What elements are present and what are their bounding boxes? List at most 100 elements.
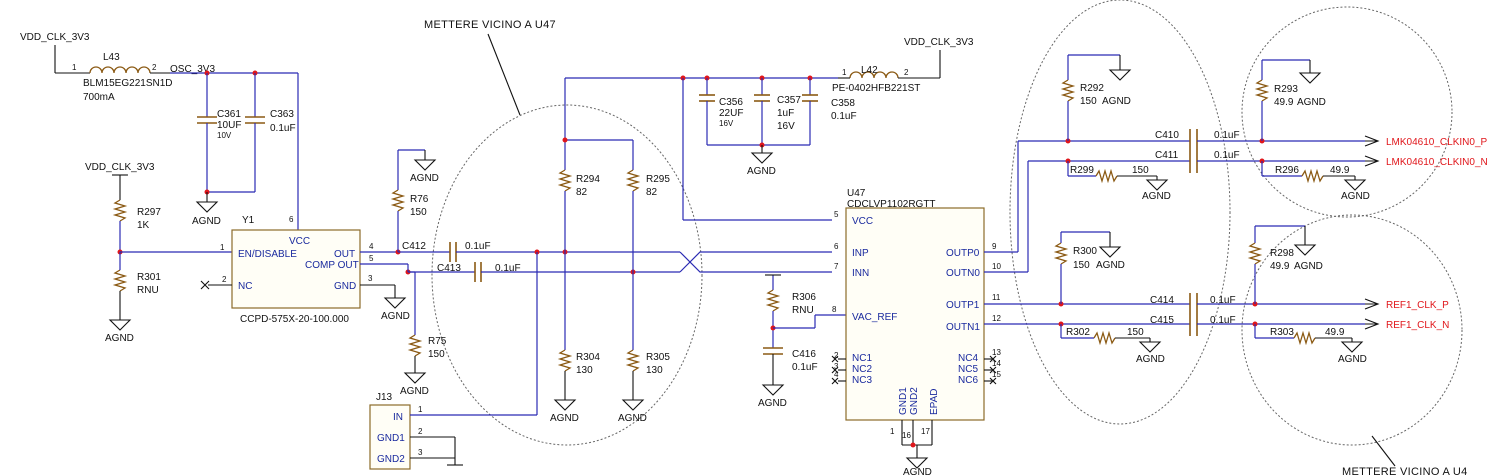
resistor-r303 [1293,330,1316,346]
svg-text:RNU: RNU [792,305,814,316]
svg-text:0.1uF: 0.1uF [465,241,491,252]
svg-text:22UF: 22UF [719,108,743,119]
svg-text:49.9: 49.9 [1274,97,1294,108]
note-near-u4x: METTERE VICINO A U4 [1342,466,1468,475]
svg-text:J13: J13 [376,392,393,403]
svg-text:82: 82 [646,187,658,198]
svg-text:150: 150 [1073,260,1090,271]
inductor-l42 [849,71,899,79]
svg-text:150: 150 [1132,165,1149,176]
note-near-u47: METTERE VICINO A U47 [424,19,556,31]
svg-text:10: 10 [992,262,1001,271]
svg-text:AGND: AGND [410,173,439,184]
svg-text:R302: R302 [1066,327,1090,338]
net-ref1-clk-n: REF1_CLK_N [1386,320,1449,331]
svg-text:CDCLVP1102RGTT: CDCLVP1102RGTT [847,199,936,210]
svg-text:0.1uF: 0.1uF [1210,295,1236,306]
placement-zone-u47 [431,104,703,446]
svg-text:C416: C416 [792,349,816,360]
svg-text:VDD_CLK_3V3: VDD_CLK_3V3 [904,37,974,48]
svg-text:GND: GND [334,281,356,292]
svg-text:C414: C414 [1150,295,1174,306]
svg-text:10V: 10V [217,131,232,140]
svg-text:R296: R296 [1275,165,1299,176]
svg-text:7: 7 [834,262,839,271]
svg-text:AGND: AGND [1294,261,1323,272]
resistor-r75 [407,334,423,357]
svg-text:5: 5 [834,210,839,219]
svg-text:VCC: VCC [852,216,873,227]
svg-text:BLM15EG221SN1D: BLM15EG221SN1D [83,78,173,89]
svg-text:0.1uF: 0.1uF [831,111,857,122]
svg-text:14: 14 [992,359,1001,368]
net-ref1-clk-p: REF1_CLK_P [1386,300,1449,311]
svg-text:R295: R295 [646,174,670,185]
svg-text:OUTN0: OUTN0 [946,268,980,279]
svg-text:R293: R293 [1274,84,1298,95]
svg-text:10UF: 10UF [217,120,241,131]
resistor-r302 [1093,330,1116,346]
note-leader-2 [1371,435,1396,467]
svg-text:2: 2 [152,63,157,72]
svg-text:R297: R297 [137,207,161,218]
osc-net-label: OSC_3V3 [170,64,215,75]
svg-text:VAC_REF: VAC_REF [852,312,897,323]
svg-text:1: 1 [890,427,895,436]
svg-text:GND2: GND2 [909,387,920,415]
svg-text:AGND: AGND [1136,354,1165,365]
svg-text:C363: C363 [270,109,294,120]
svg-text:3: 3 [418,448,423,457]
svg-text:16: 16 [902,431,911,440]
svg-text:R306: R306 [792,292,816,303]
svg-text:C361: C361 [217,109,241,120]
svg-text:VCC: VCC [289,236,310,247]
svg-text:R292: R292 [1080,83,1104,94]
svg-text:R76: R76 [410,194,429,205]
svg-text:L43: L43 [103,52,120,63]
svg-text:16V: 16V [777,121,795,132]
svg-text:U47: U47 [847,188,866,199]
svg-text:AGND: AGND [618,413,647,424]
svg-text:AGND: AGND [758,398,787,409]
svg-text:CCPD-575X-20-100.000: CCPD-575X-20-100.000 [240,314,349,325]
svg-text:AGND: AGND [747,166,776,177]
placement-zone-ref1-term [1241,214,1463,446]
oscillator-y1 [231,229,361,309]
svg-text:C413: C413 [437,263,461,274]
svg-text:2: 2 [418,427,423,436]
svg-text:R75: R75 [428,336,447,347]
svg-text:C410: C410 [1155,130,1179,141]
svg-text:1: 1 [418,405,423,414]
placement-zone-lmk-term [1241,6,1453,218]
svg-text:OUT: OUT [334,249,355,260]
resistor-r296 [1301,168,1324,184]
svg-text:IN: IN [393,412,403,423]
svg-text:150: 150 [410,207,427,218]
svg-text:150: 150 [1127,327,1144,338]
svg-text:R301: R301 [137,272,161,283]
svg-text:R304: R304 [576,352,600,363]
svg-text:150: 150 [428,349,445,360]
svg-text:1uF: 1uF [777,108,794,119]
connector-j13 [369,404,411,470]
vdd-label-top-left: VDD_CLK_3V3 [20,32,90,43]
svg-text:1: 1 [842,68,847,77]
svg-text:0.1uF: 0.1uF [270,123,296,134]
resistor-r294 [557,169,573,192]
svg-text:0.1uF: 0.1uF [1214,130,1240,141]
svg-text:RNU: RNU [137,285,159,296]
resistor-r305 [625,349,641,372]
svg-text:R299: R299 [1070,165,1094,176]
svg-text:NC1: NC1 [852,353,872,364]
svg-text:AGND: AGND [1338,354,1367,365]
svg-text:130: 130 [576,365,593,376]
svg-text:PE-0402HFB221ST: PE-0402HFB221ST [832,83,920,94]
svg-text:11: 11 [992,293,1001,302]
net-lmk-clkin-p: LMK04610_CLKIN0_P [1386,137,1488,148]
svg-text:130: 130 [646,365,663,376]
svg-text:8: 8 [832,305,837,314]
svg-text:82: 82 [576,187,588,198]
svg-text:AGND: AGND [192,216,221,227]
svg-text:0.1uF: 0.1uF [495,263,521,274]
